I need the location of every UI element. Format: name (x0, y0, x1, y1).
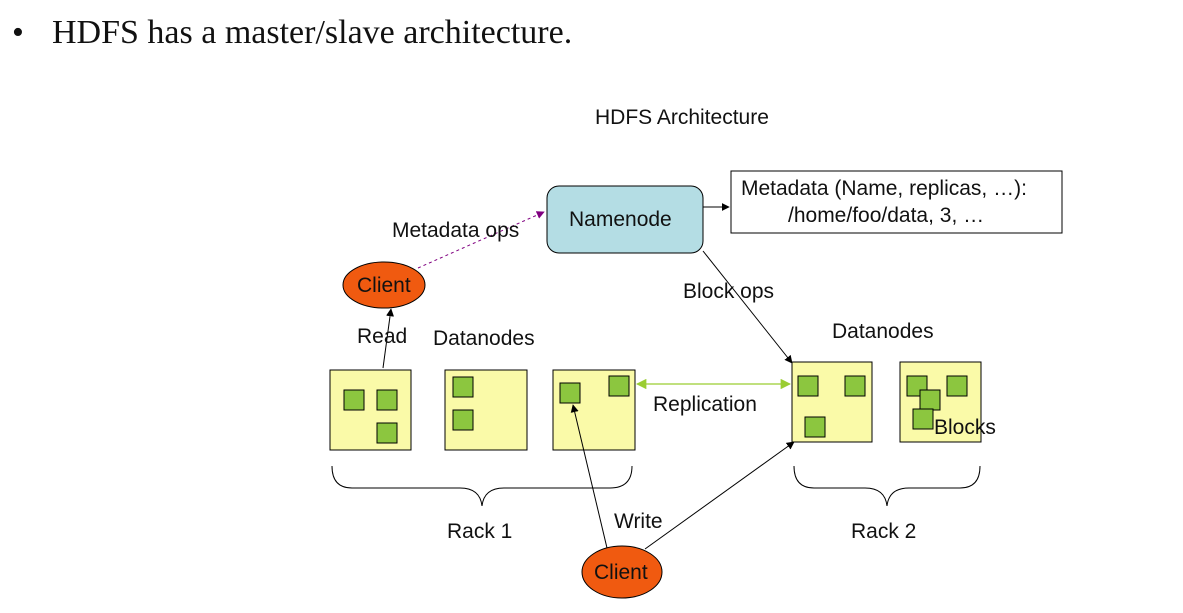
metadata-ops-label: Metadata ops (392, 219, 519, 242)
write-arrow (570, 404, 608, 549)
metadata-line-1: Metadata (Name, replicas, …): (741, 177, 1027, 200)
metadata-ops-arrow (417, 211, 545, 269)
rack2-brace (793, 465, 981, 507)
rack2-label: Rack 2 (851, 520, 916, 543)
block (804, 416, 826, 438)
block (946, 375, 968, 397)
replication-label: Replication (653, 393, 757, 416)
client-bottom-label: Client (594, 561, 648, 584)
datanode-3 (552, 369, 636, 451)
block (376, 422, 398, 444)
block (912, 408, 934, 430)
block (919, 389, 941, 411)
block (844, 375, 866, 397)
block (376, 389, 398, 411)
metadata-line-2: /home/foo/data, 3, … (788, 204, 984, 227)
metadata-box (730, 170, 1063, 234)
rack1-brace (331, 465, 633, 507)
block (452, 409, 474, 431)
block-ops-arrow (702, 250, 793, 364)
namenode-label: Namenode (569, 208, 672, 231)
datanodes-right-label: Datanodes (832, 320, 934, 343)
block (452, 376, 474, 398)
datanode-4 (791, 361, 873, 443)
blocks-label: Blocks (934, 416, 996, 439)
bullet-text: HDFS has a master/slave architecture. (52, 14, 573, 51)
client-bottom (581, 545, 663, 599)
diagram-title: HDFS Architecture (595, 106, 769, 129)
block (797, 375, 819, 397)
client-top-label: Client (357, 274, 411, 297)
block (343, 389, 365, 411)
rack1-label: Rack 1 (447, 520, 512, 543)
namenode-box (546, 185, 704, 254)
datanodes-left-label: Datanodes (433, 327, 535, 350)
block (608, 375, 630, 397)
datanode-1 (329, 369, 412, 451)
bullet-point: • HDFS has a master/slave architecture. (12, 14, 572, 52)
write-label: Write (614, 510, 663, 533)
datanode-2 (444, 369, 528, 451)
bullet-marker: • (12, 14, 24, 51)
read-arrow (382, 308, 394, 369)
client-top (342, 261, 426, 309)
read-label: Read (357, 325, 407, 348)
block-ops-label: Block ops (683, 280, 774, 303)
block (559, 382, 581, 404)
write-to-rack2-arrow (644, 441, 795, 550)
datanode-5 (899, 361, 982, 443)
